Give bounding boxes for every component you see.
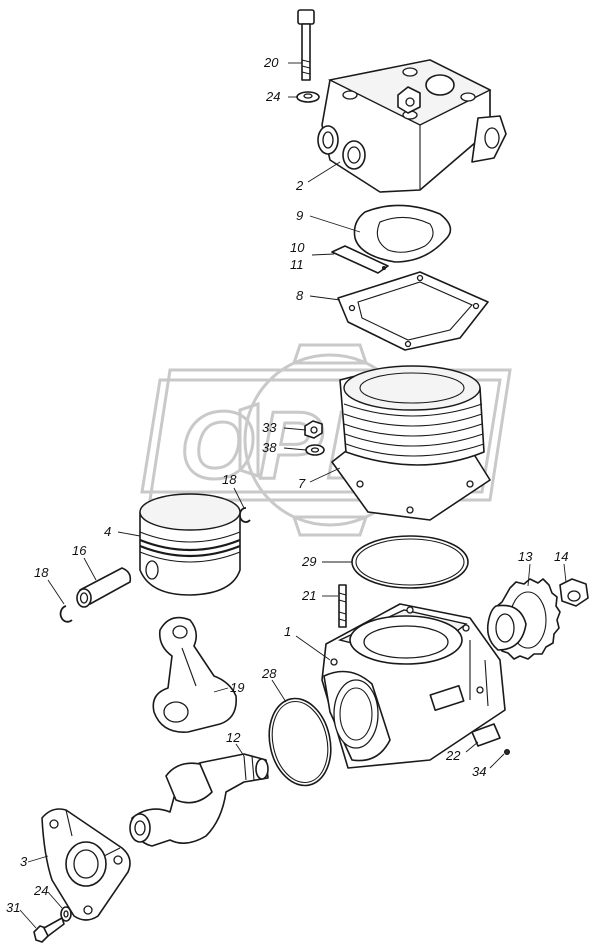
callout-9: 9 <box>296 208 303 223</box>
callout-1: 1 <box>284 624 291 639</box>
part-19-connecting-rod <box>152 616 237 733</box>
callout-24-top: 24 <box>265 89 280 104</box>
callout-19: 19 <box>230 680 244 695</box>
callout-14: 14 <box>554 549 568 564</box>
part-21-stud <box>338 584 347 628</box>
part-29-o-ring <box>351 535 469 589</box>
part-10-11-valve-reed <box>331 245 389 274</box>
callout-31: 31 <box>6 900 20 915</box>
part-24-washer-top <box>296 91 320 103</box>
part-18-circlip-right <box>238 507 251 523</box>
part-1-crankcase <box>321 603 506 769</box>
callout-3: 3 <box>20 854 28 869</box>
callout-20: 20 <box>263 55 279 70</box>
callout-38: 38 <box>262 440 277 455</box>
part-4-piston <box>139 493 241 596</box>
callout-2: 2 <box>295 178 304 193</box>
part-28-o-ring <box>268 697 332 787</box>
callout-labels: 20 24 2 9 10 11 8 33 38 7 18 4 16 18 29 … <box>6 55 568 915</box>
leader-lines <box>19 62 567 929</box>
part-20-bolt <box>297 9 315 81</box>
part-3-end-cover <box>41 808 131 921</box>
part-31-bolt <box>33 917 65 943</box>
part-2-cylinder-head <box>317 59 507 193</box>
part-34-screw <box>504 749 510 755</box>
callout-24-bottom: 24 <box>33 883 48 898</box>
part-7-cylinder <box>331 365 491 521</box>
part-24-washer-bottom <box>60 906 72 922</box>
callout-7: 7 <box>298 476 306 491</box>
callout-28: 28 <box>261 666 277 681</box>
callout-4: 4 <box>104 524 111 539</box>
callout-18-left: 18 <box>34 565 49 580</box>
callout-10: 10 <box>290 240 305 255</box>
part-22-cover-plate <box>471 723 501 747</box>
callout-18-right: 18 <box>222 472 237 487</box>
callout-33: 33 <box>262 420 277 435</box>
part-9-valve-plate-gasket <box>353 204 452 263</box>
callout-34: 34 <box>472 764 486 779</box>
part-13-drive-gear <box>486 578 561 660</box>
part-8-cylinder-gasket <box>337 271 489 351</box>
part-14-gear-nut <box>559 578 589 607</box>
callout-12: 12 <box>226 730 241 745</box>
callout-29: 29 <box>301 554 316 569</box>
part-16-piston-pin <box>76 567 132 608</box>
part-12-crankshaft <box>129 753 269 847</box>
part-33-nut <box>304 420 323 439</box>
part-18-circlip-left <box>59 605 73 623</box>
callout-16: 16 <box>72 543 87 558</box>
callout-13: 13 <box>518 549 533 564</box>
callout-22: 22 <box>445 748 461 763</box>
part-38-washer <box>305 444 325 456</box>
callout-11: 11 <box>290 257 304 272</box>
callout-21: 21 <box>301 588 316 603</box>
callout-8: 8 <box>296 288 304 303</box>
